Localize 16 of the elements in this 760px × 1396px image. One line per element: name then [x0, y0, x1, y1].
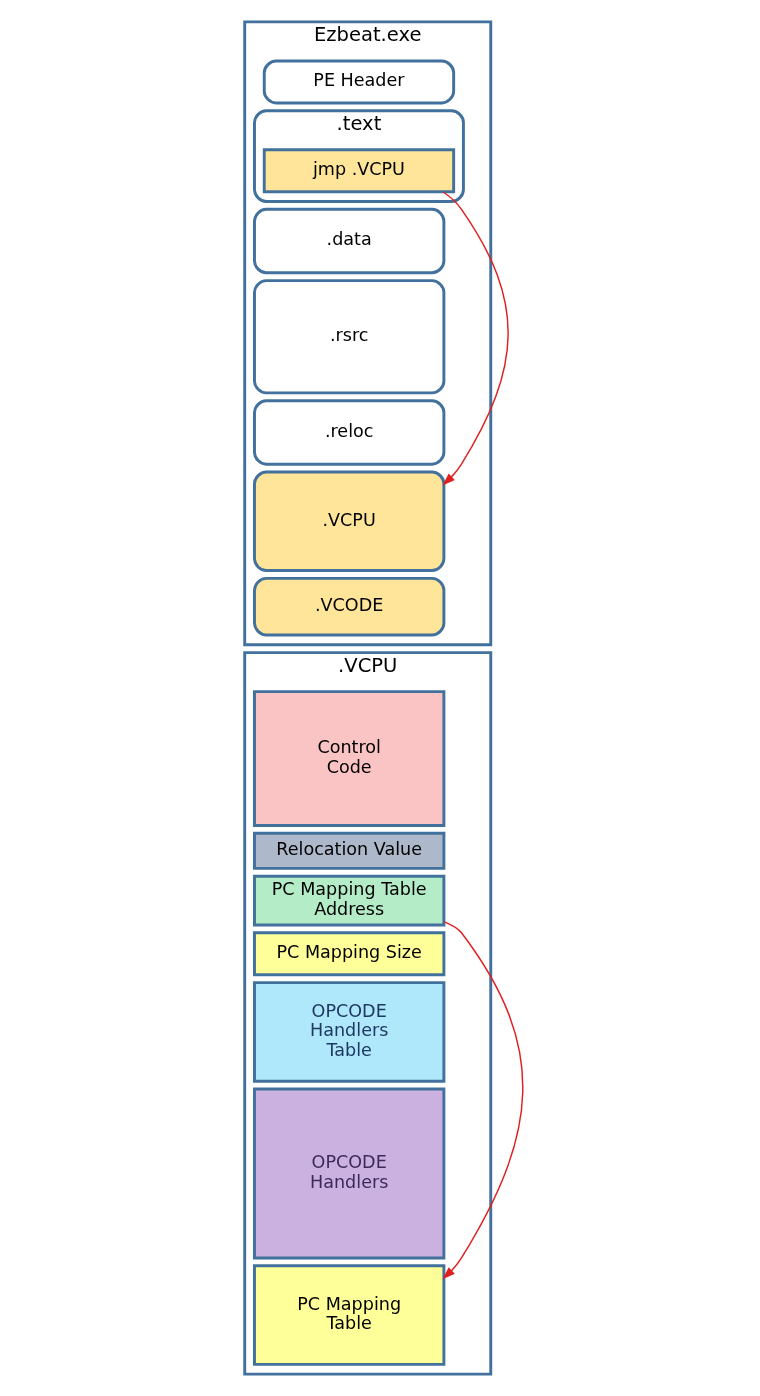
node-box: .VCPU — [253, 470, 446, 573]
node-box: PE Header — [262, 59, 456, 105]
node-box: .reloc — [253, 399, 446, 466]
node-box: PC Mapping Table — [253, 1264, 446, 1366]
node-box: jmp .VCPU — [262, 148, 456, 194]
node-box: Control Code — [253, 690, 446, 827]
node-box: OPCODE Handlers — [253, 1087, 446, 1260]
node-box: .data — [253, 207, 446, 275]
node-box: PC Mapping Table Address — [253, 874, 446, 927]
node-box: PC Mapping Size — [253, 931, 446, 977]
node-box: .rsrc — [253, 279, 446, 395]
node-box: Relocation Value — [253, 831, 446, 870]
node-box: .VCODE — [253, 576, 446, 637]
arrow — [442, 191, 509, 486]
arrow — [442, 921, 524, 1280]
node-box: OPCODE Handlers Table — [253, 981, 446, 1083]
